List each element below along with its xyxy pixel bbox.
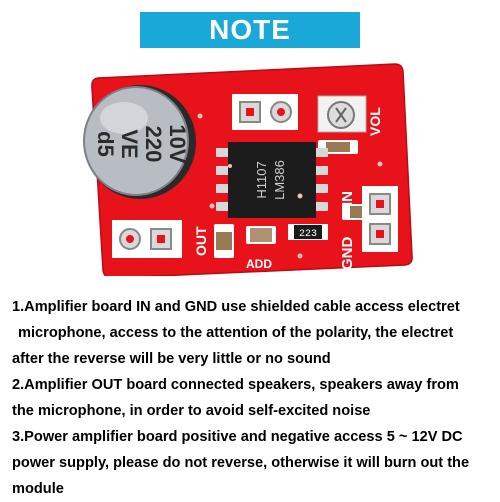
resistor-code: 223 <box>299 229 317 240</box>
vol-label: VOL <box>367 107 383 136</box>
note-3: 3.Power amplifier board positive and neg… <box>12 424 496 502</box>
board-vias <box>197 113 383 259</box>
note-2-line-1: 2.Amplifier OUT board connected speakers… <box>12 377 459 393</box>
note-1: 1.Amplifier board IN and GND use shielde… <box>12 294 496 372</box>
capacitor-text-2: VE <box>117 129 142 158</box>
smd-resistor: 223 <box>288 224 328 240</box>
capacitor-text-3: 220 <box>141 126 166 163</box>
right-connector <box>362 186 398 252</box>
amplifier-board-photo: d5 VE 220 10V VOL 223 <box>83 63 413 276</box>
note-3-line-2: power supply, please do not reverse, oth… <box>12 455 470 471</box>
chip-text-2: LM386 <box>272 160 287 200</box>
note-3-line-3: module <box>12 481 64 497</box>
volume-potentiometer <box>317 95 367 133</box>
output-connector <box>112 220 182 258</box>
capacitor-text-1: d5 <box>93 131 118 157</box>
in-label: IN <box>339 191 356 206</box>
note-1-line-2: microphone, access to the attention of t… <box>18 325 454 341</box>
out-label: OUT <box>193 226 209 256</box>
capacitor-text-4: 10V <box>165 124 190 163</box>
note-2-line-2: the microphone, in order to avoid self-e… <box>12 403 371 419</box>
note-banner-label: NOTE <box>209 14 291 45</box>
note-1-line-1: 1.Amplifier board IN and GND use shielde… <box>12 299 460 315</box>
notes-section: 1.Amplifier board IN and GND use shielde… <box>12 294 496 502</box>
add-label: ADD <box>246 257 272 271</box>
note-1-line-3: after the reverse will be very little or… <box>12 351 331 367</box>
top-connector <box>232 94 298 130</box>
note-banner: NOTE <box>140 12 360 48</box>
lm386-chip: H1107 LM386 <box>216 142 328 218</box>
note-3-line-1: 3.Power amplifier board positive and neg… <box>12 429 463 445</box>
gnd-label: GND <box>339 237 356 271</box>
electrolytic-capacitor: d5 VE 220 10V <box>83 85 196 199</box>
chip-text-1: H1107 <box>254 161 269 198</box>
note-2: 2.Amplifier OUT board connected speakers… <box>12 372 496 424</box>
